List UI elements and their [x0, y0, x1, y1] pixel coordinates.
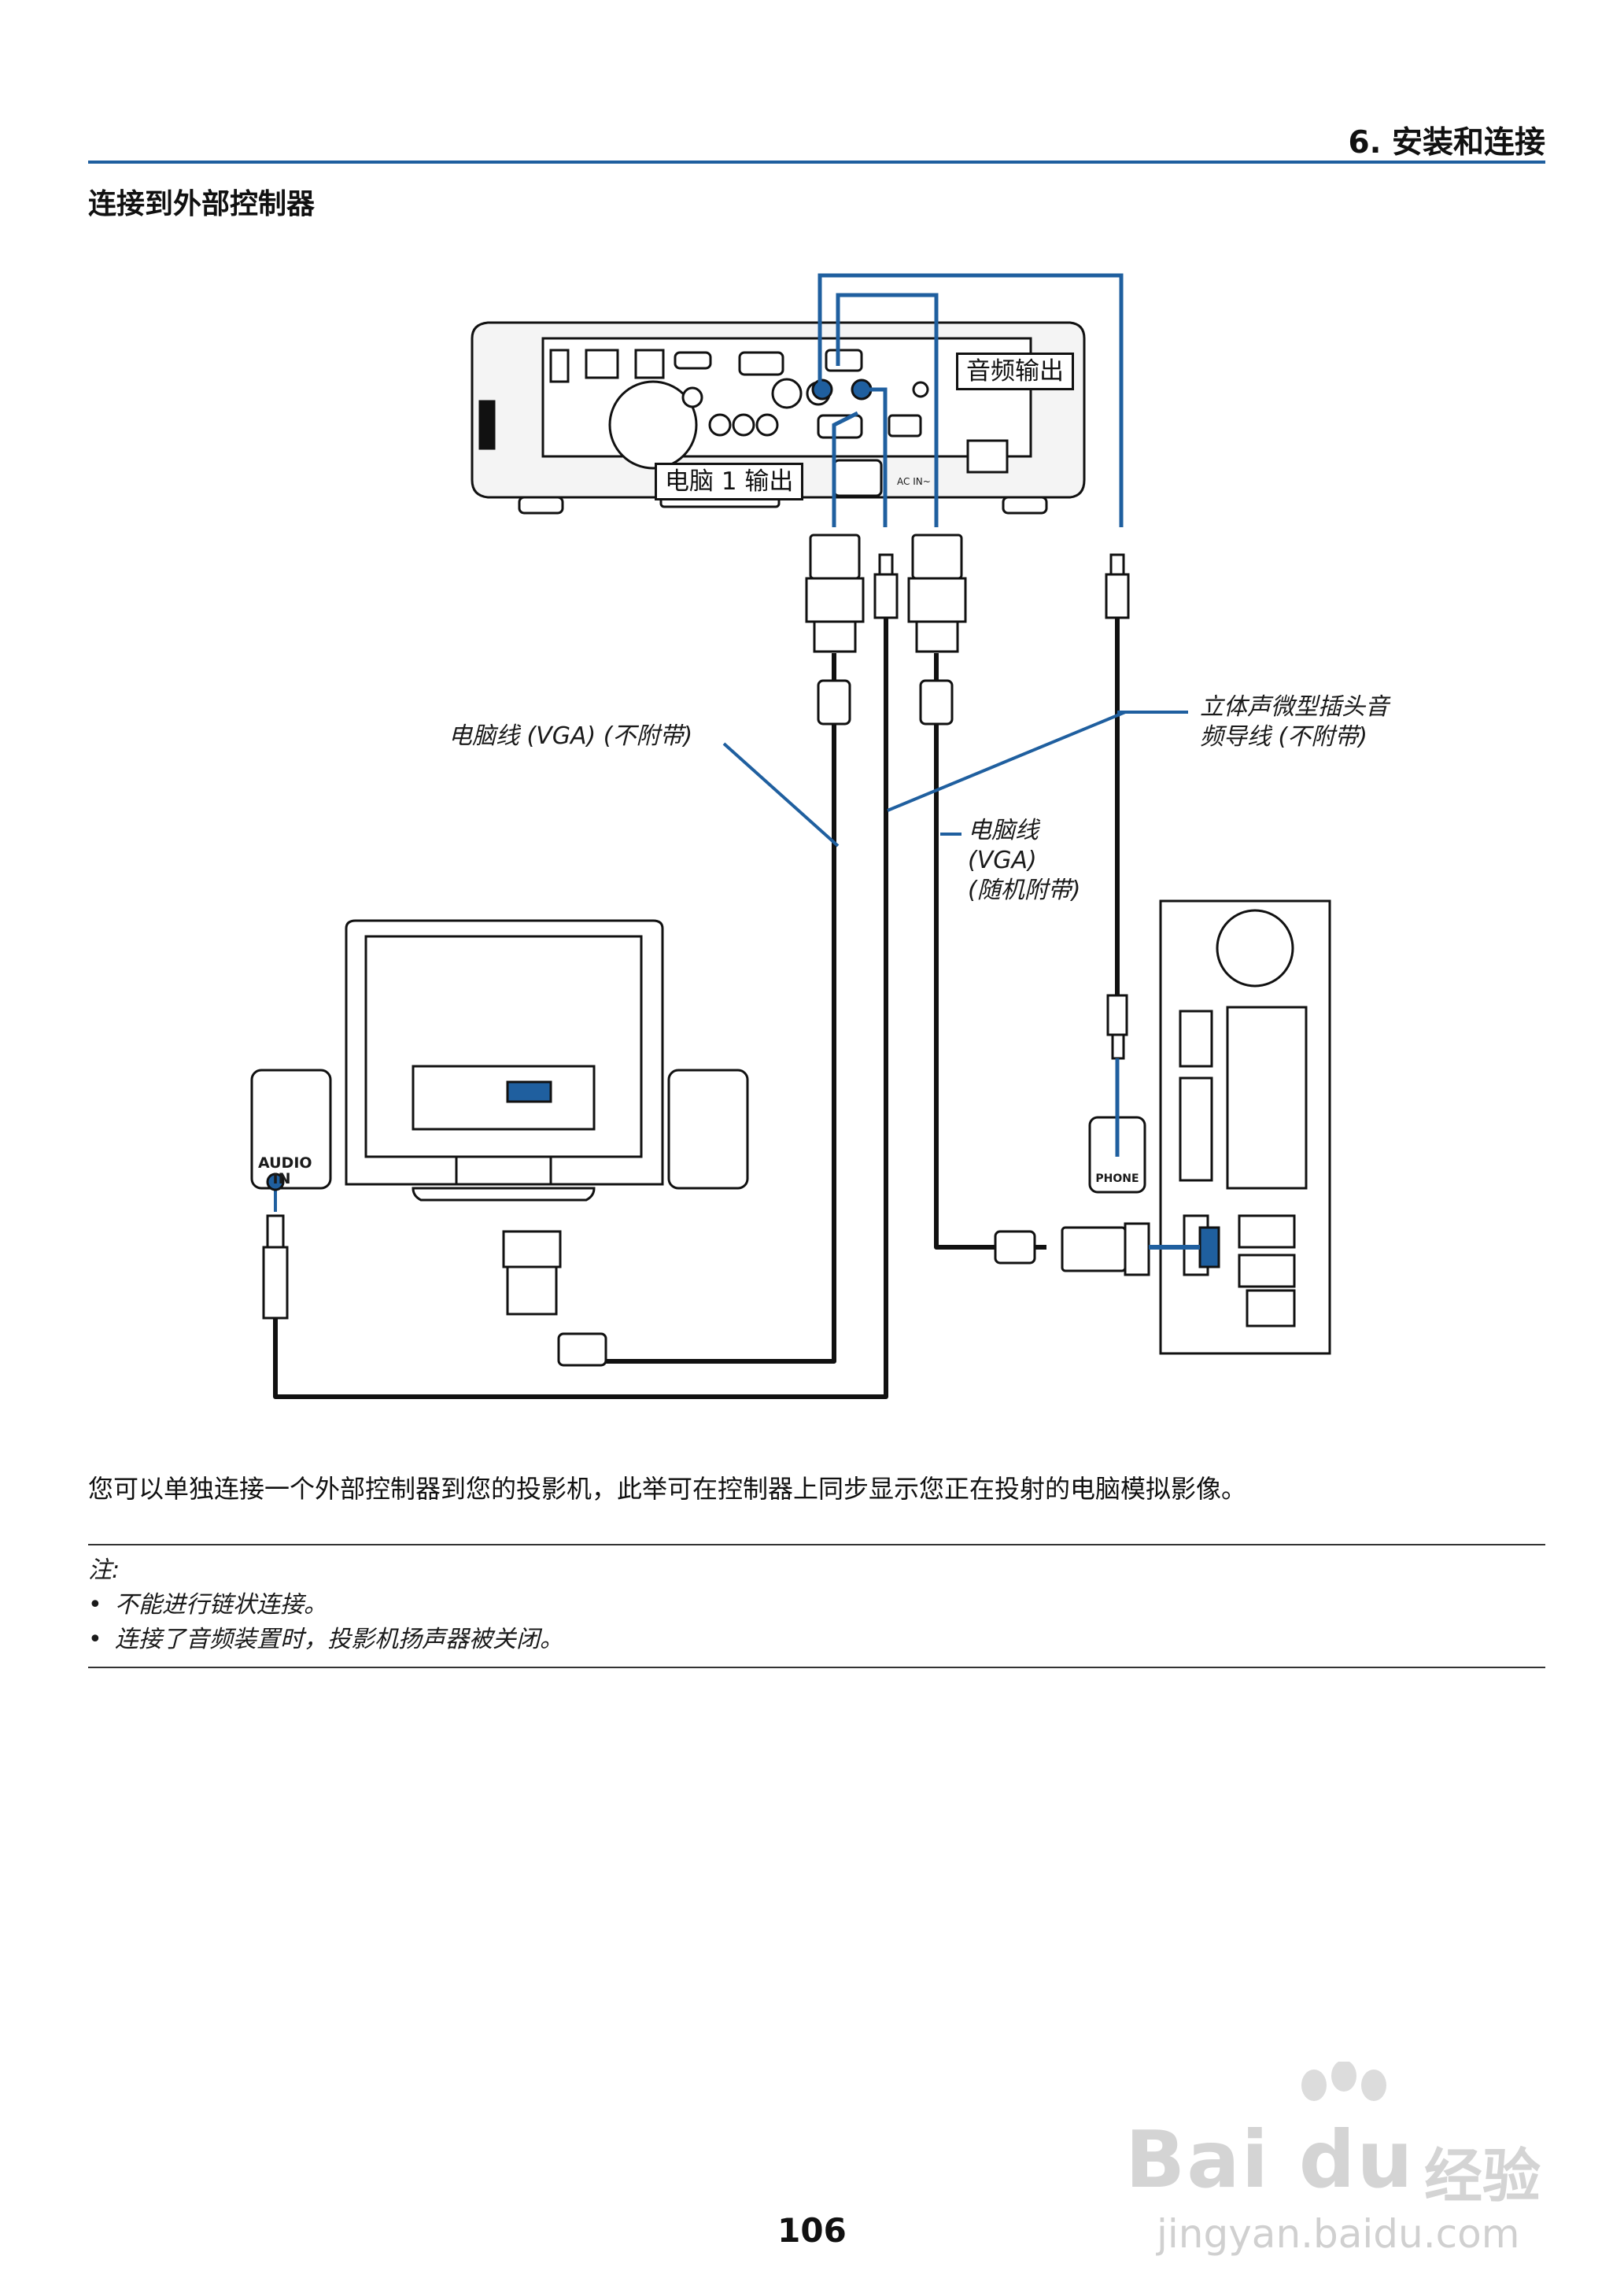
audio-in-label-line2: IN — [272, 1170, 291, 1187]
notes-box: 注: •不能进行链状连接。 •连接了音频装置时，投影机扬声器被关闭。 — [88, 1544, 1545, 1668]
page-number: 106 — [777, 2211, 847, 2250]
phone-jack — [1088, 1058, 1146, 1194]
notes-list: •不能进行链状连接。 •连接了音频装置时，投影机扬声器被关闭。 — [88, 1588, 1545, 1657]
vga-supplied-label-line3: (随机附带) — [968, 877, 1081, 904]
projector — [471, 321, 1086, 515]
vga-plug-right — [907, 534, 967, 726]
vga-cable-not-supplied-label: 电脑线 (VGA) (不附带) — [448, 722, 693, 750]
speakers — [250, 1069, 749, 1191]
stereo-mini-cable-label-line2: 频导线 (不附带) — [1200, 723, 1367, 751]
ac-in-label: AC IN~ — [897, 476, 931, 487]
note-item: •不能进行链状连接。 — [88, 1591, 327, 1619]
section-header: 6. 安装和连接 — [1348, 125, 1545, 161]
monitor — [345, 919, 664, 1202]
monitor-vga-plug — [502, 1230, 607, 1367]
baidu-watermark: Bai du 经验 jingyan.baidu.com — [1125, 2062, 1566, 2257]
stereo-mini-cable-label-line1: 立体声微型插头音 — [1200, 693, 1389, 721]
watermark-url: jingyan.baidu.com — [1157, 2211, 1520, 2257]
note-item-text: 连接了音频装置时，投影机扬声器被关闭。 — [115, 1626, 563, 1653]
header-rule — [88, 161, 1545, 164]
phone-jack-label: PHONE — [1095, 1172, 1139, 1185]
connection-diagram: 音频输出 电脑 1 输出 电脑线 (VGA) (不附带) 立体声微型插头音 频导… — [250, 273, 1389, 1399]
notes-title: 注: — [88, 1556, 120, 1584]
audio-plug — [873, 553, 1130, 1060]
watermark-brand: Bai du — [1125, 2114, 1415, 2206]
vga-supplied-label-line2: (VGA) — [968, 847, 1037, 874]
paw-logo-icon — [1301, 2062, 1386, 2101]
pc-tower — [994, 899, 1331, 1355]
computer1-out-callout: 电脑 1 输出 — [655, 463, 804, 500]
note-item: •连接了音频装置时，投影机扬声器被关闭。 — [88, 1626, 563, 1653]
highlight-lines — [818, 273, 1124, 527]
watermark-brand-cn: 经验 — [1424, 2143, 1541, 2210]
body-paragraph: 您可以单独连接一个外部控制器到您的投影机，此举可在控制器上同步显示您正在投射的电… — [88, 1474, 1247, 1504]
vga-supplied-label-line1: 电脑线 — [968, 817, 1039, 844]
audio-out-callout: 音频输出 — [956, 353, 1074, 390]
note-item-text: 不能进行链状连接。 — [115, 1591, 327, 1619]
speaker-audio-plug — [262, 1214, 289, 1320]
vga-plug-left — [805, 534, 865, 726]
audio-in-label: AUDIO IN — [258, 1154, 312, 1187]
page-title: 连接到外部控制器 — [88, 188, 316, 220]
audio-in-label-line1: AUDIO — [258, 1154, 312, 1172]
